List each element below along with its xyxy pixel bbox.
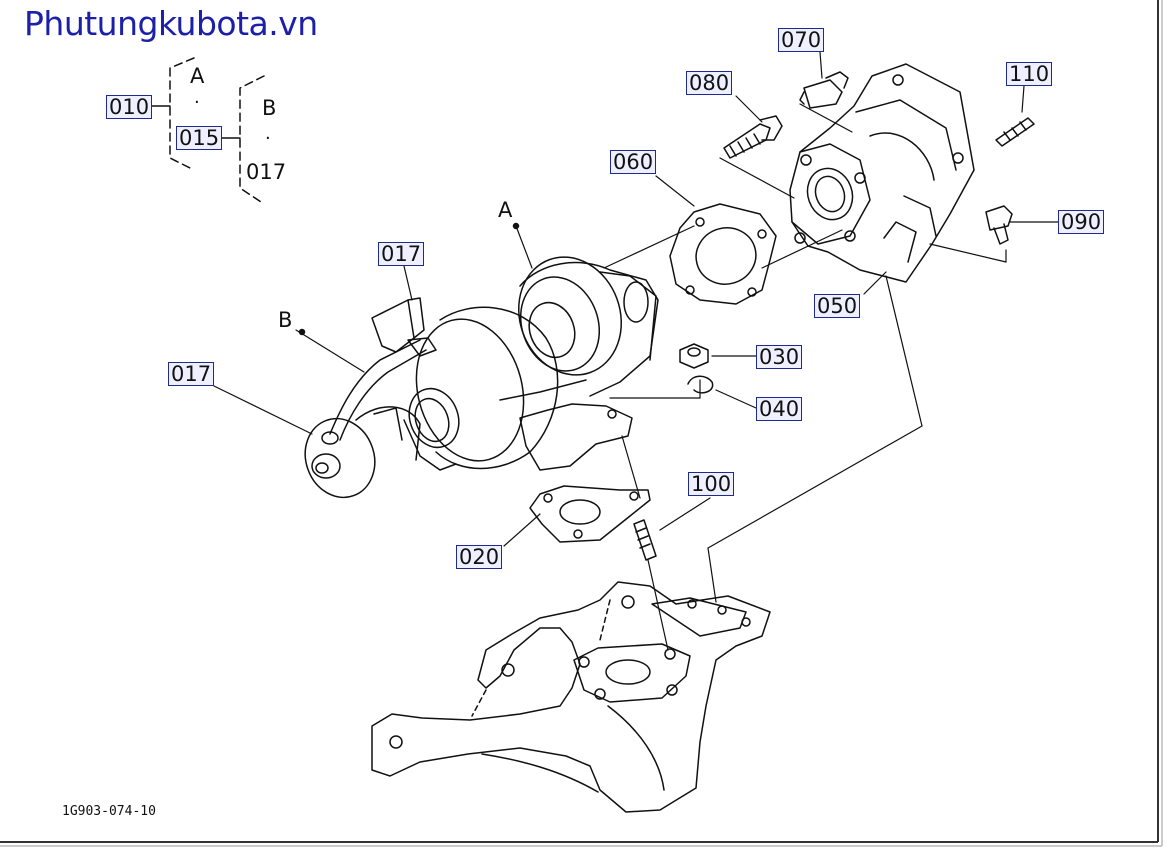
- callout-017-bracket[interactable]: 017: [378, 242, 425, 266]
- legend-separator-a: ·: [194, 92, 200, 113]
- part-label-a: A: [498, 198, 513, 222]
- callout-015[interactable]: 015: [176, 126, 223, 150]
- legend-child-code: 017: [246, 160, 287, 184]
- leader-dot-b: [298, 328, 306, 336]
- callout-100[interactable]: 100: [688, 472, 735, 496]
- stud-100: [633, 519, 657, 561]
- bolt-070: [799, 71, 849, 109]
- callout-080[interactable]: 080: [686, 71, 733, 95]
- leader-lines: [213, 51, 1059, 651]
- callout-040[interactable]: 040: [756, 397, 803, 421]
- callout-050[interactable]: 050: [814, 294, 861, 318]
- bolt-090: [985, 205, 1013, 245]
- washer-040: [687, 375, 714, 394]
- gasket-060: [669, 203, 777, 305]
- nut-030: [679, 343, 709, 369]
- callout-017-hose[interactable]: 017: [168, 362, 215, 386]
- callout-020[interactable]: 020: [456, 545, 503, 569]
- legend-separator-b: ·: [265, 128, 271, 149]
- legend-group-a: A: [190, 64, 205, 88]
- stud-110: [995, 117, 1035, 147]
- callout-010[interactable]: 010: [106, 95, 153, 119]
- legend-group-b: B: [262, 96, 277, 120]
- callout-060[interactable]: 060: [610, 150, 657, 174]
- callout-090[interactable]: 090: [1058, 210, 1105, 234]
- exhaust-manifold: [371, 581, 771, 813]
- callout-030[interactable]: 030: [756, 345, 803, 369]
- bolt-080: [723, 115, 783, 159]
- gasket-020: [529, 485, 651, 543]
- site-watermark: Phutungkubota.vn: [24, 4, 318, 43]
- leader-dot-a: [512, 222, 520, 230]
- part-label-b: B: [278, 308, 293, 332]
- turbocharger-assembly: [304, 256, 659, 499]
- turbine-elbow-050: [789, 63, 975, 283]
- diagram-reference-code: 1G903-074-10: [62, 804, 156, 819]
- callout-110[interactable]: 110: [1006, 62, 1053, 86]
- callout-070[interactable]: 070: [778, 28, 825, 52]
- legend-brackets: [149, 57, 265, 205]
